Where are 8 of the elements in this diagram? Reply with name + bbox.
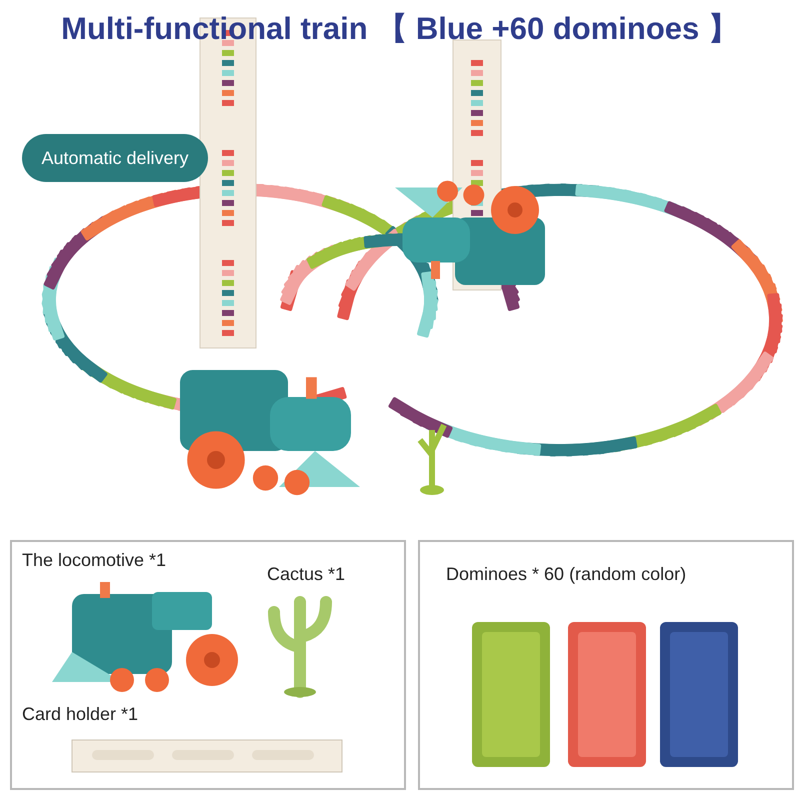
item-label: Dominoes * 60 (random color) bbox=[446, 564, 686, 585]
item-label: Cactus *1 bbox=[267, 564, 346, 585]
title: Multi-functional train 【 Blue +60 dominoes 】 bbox=[60, 10, 740, 48]
item-label: Card holder *1 bbox=[22, 704, 138, 725]
item-label: The locomotive *1 bbox=[22, 550, 166, 571]
product-panel bbox=[418, 540, 794, 790]
product-panel bbox=[10, 540, 406, 790]
label-badge: Automatic delivery bbox=[22, 134, 208, 182]
